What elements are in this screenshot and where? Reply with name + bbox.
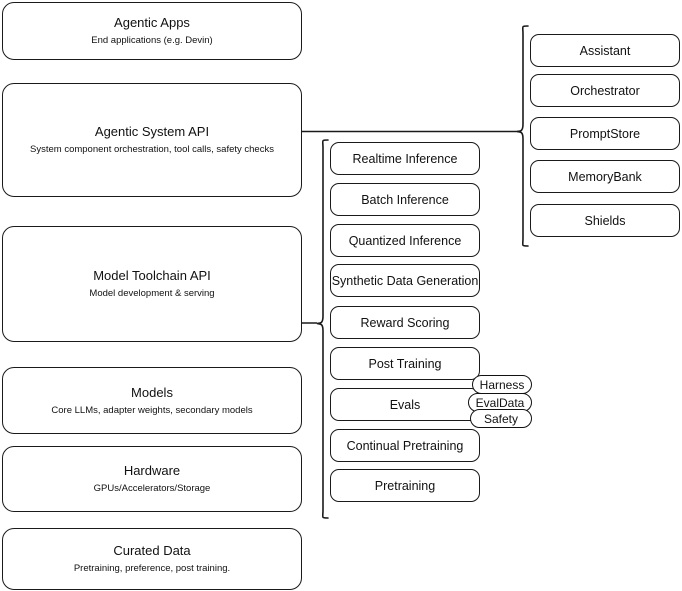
component-box-shields[interactable]: Shields: [530, 204, 680, 237]
layer-box-agentic-apps[interactable]: Agentic Apps End applications (e.g. Devi…: [2, 2, 302, 60]
capability-label: Continual Pretraining: [346, 438, 464, 453]
capability-box-batch-inference[interactable]: Batch Inference: [330, 183, 480, 216]
capability-box-post-training[interactable]: Post Training: [330, 347, 480, 380]
capability-label: Realtime Inference: [352, 151, 458, 166]
capability-label: Batch Inference: [361, 192, 449, 207]
layer-subtitle: Pretraining, preference, post training.: [73, 563, 231, 574]
capability-label: Reward Scoring: [360, 315, 450, 330]
brace-toolchain-capabilities: [310, 138, 330, 520]
capability-box-reward-scoring[interactable]: Reward Scoring: [330, 306, 480, 339]
layer-box-agentic-system-api[interactable]: Agentic System API System component orch…: [2, 83, 302, 197]
brace-system-components: [514, 24, 532, 248]
component-label: MemoryBank: [568, 169, 642, 184]
capability-box-synthetic-data-generation[interactable]: Synthetic Data Generation: [330, 264, 480, 297]
capability-box-evals[interactable]: Evals: [330, 388, 480, 421]
evals-pill-label: Harness: [479, 377, 525, 392]
capability-label: Post Training: [368, 356, 442, 371]
component-box-memorybank[interactable]: MemoryBank: [530, 160, 680, 193]
evals-pill-evaldata[interactable]: EvalData: [468, 393, 532, 412]
connector-line-toolchain-api: [300, 318, 320, 328]
layer-subtitle: GPUs/Accelerators/Storage: [93, 483, 211, 494]
layer-title: Agentic System API: [94, 124, 210, 139]
component-box-assistant[interactable]: Assistant: [530, 34, 680, 67]
layer-subtitle: Model development & serving: [89, 288, 215, 299]
component-label: Shields: [584, 213, 626, 228]
evals-pill-label: EvalData: [475, 395, 525, 410]
capability-label: Quantized Inference: [348, 233, 462, 248]
capability-label: Evals: [389, 397, 421, 412]
layer-title: Hardware: [123, 463, 181, 478]
layer-box-models[interactable]: Models Core LLMs, adapter weights, secon…: [2, 367, 302, 434]
component-label: PromptStore: [569, 126, 641, 141]
capability-box-pretraining[interactable]: Pretraining: [330, 469, 480, 502]
capability-box-quantized-inference[interactable]: Quantized Inference: [330, 224, 480, 257]
layer-subtitle: Core LLMs, adapter weights, secondary mo…: [51, 404, 253, 416]
component-box-orchestrator[interactable]: Orchestrator: [530, 74, 680, 107]
layer-title: Model Toolchain API: [93, 268, 211, 283]
capability-label: Pretraining: [374, 478, 436, 493]
evals-pill-harness[interactable]: Harness: [472, 375, 532, 394]
evals-pill-label: Safety: [483, 411, 519, 426]
layer-subtitle: System component orchestration, tool cal…: [30, 144, 274, 155]
capability-box-continual-pretraining[interactable]: Continual Pretraining: [330, 429, 480, 462]
layer-box-curated-data[interactable]: Curated Data Pretraining, preference, po…: [2, 528, 302, 590]
component-box-promptstore[interactable]: PromptStore: [530, 117, 680, 150]
layer-subtitle: End applications (e.g. Devin): [91, 35, 213, 46]
capability-box-realtime-inference[interactable]: Realtime Inference: [330, 142, 480, 175]
capability-label: Synthetic Data Generation: [331, 273, 479, 288]
component-label: Orchestrator: [570, 83, 640, 98]
component-label: Assistant: [579, 43, 631, 58]
layer-box-hardware[interactable]: Hardware GPUs/Accelerators/Storage: [2, 446, 302, 512]
layer-title: Agentic Apps: [114, 15, 190, 30]
layer-title: Curated Data: [113, 543, 191, 558]
layer-box-model-toolchain-api[interactable]: Model Toolchain API Model development & …: [2, 226, 302, 342]
layer-title: Models: [131, 384, 173, 400]
evals-pill-safety[interactable]: Safety: [470, 409, 532, 428]
connector-line-system-api: [302, 126, 522, 138]
